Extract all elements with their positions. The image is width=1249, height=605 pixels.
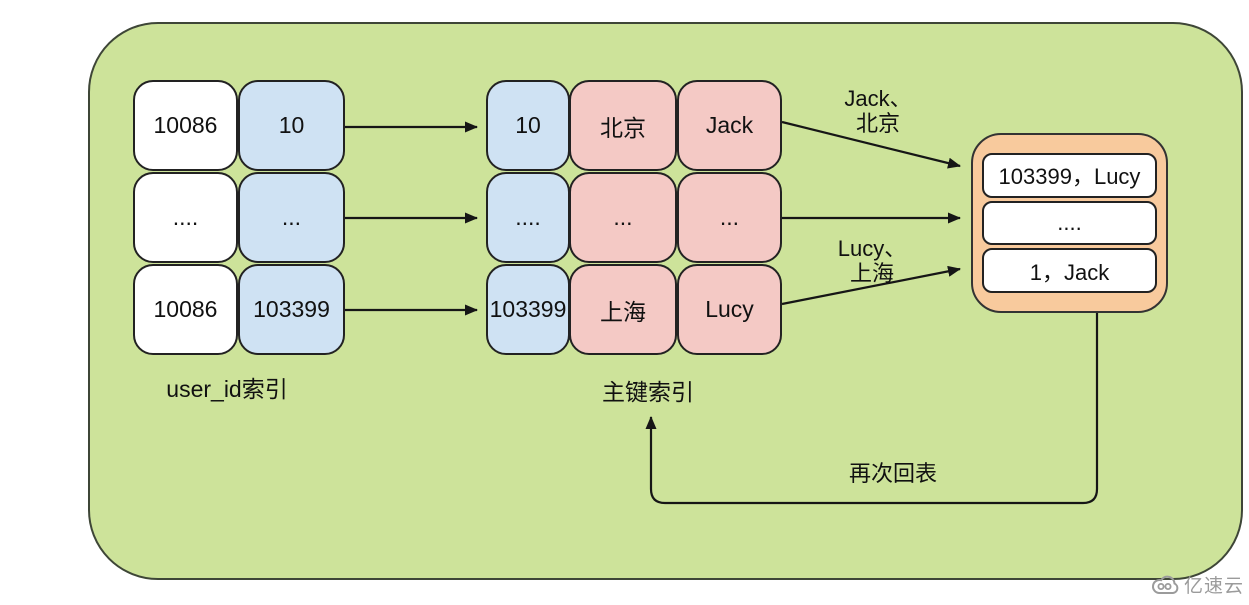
secondary-index-pk-cell: 103399 bbox=[238, 264, 345, 355]
primary-index-label: 主键索引 bbox=[602, 379, 694, 405]
result-row: .... bbox=[982, 200, 1157, 246]
primary-index-city-cell: 北京 bbox=[569, 80, 677, 171]
result-set-box: 103399，Lucy .... 1，Jack bbox=[971, 133, 1168, 313]
primary-index-pk-cell: 10 bbox=[486, 80, 570, 171]
annotation-line: Lucy、 bbox=[837, 236, 907, 261]
secondary-index-key-cell: .... bbox=[133, 172, 238, 263]
secondary-index-key-cell: 10086 bbox=[133, 264, 238, 355]
watermark-brand-text: 亿速云 bbox=[1183, 576, 1244, 597]
annotation-line: Jack、 bbox=[844, 86, 912, 111]
arrow-annotation-jack-beijing: Jack、 北京 bbox=[818, 86, 938, 136]
primary-index-name-cell: Jack bbox=[677, 80, 782, 171]
primary-index-pk-cell: .... bbox=[486, 172, 570, 263]
secondary-index-label: user_id索引 bbox=[166, 376, 288, 402]
primary-index-name-cell: Lucy bbox=[677, 264, 782, 355]
primary-index-name-cell: ... bbox=[677, 172, 782, 263]
secondary-index-pk-cell: 10 bbox=[238, 80, 345, 171]
yisuyun-cloud-icon bbox=[1151, 575, 1179, 594]
secondary-index-pk-cell: ... bbox=[238, 172, 345, 263]
arrow-annotation-lucy-shanghai: Lucy、 上海 bbox=[812, 236, 932, 286]
primary-index-pk-cell: 103399 bbox=[486, 264, 570, 355]
annotation-line: 上海 bbox=[849, 261, 894, 286]
result-row: 1，Jack bbox=[982, 248, 1157, 294]
annotation-line: 北京 bbox=[855, 111, 900, 136]
primary-index-city-cell: 上海 bbox=[569, 264, 677, 355]
secondary-index-key-cell: 10086 bbox=[133, 80, 238, 171]
watermark: 亿速云 bbox=[1151, 571, 1244, 598]
result-row: 103399，Lucy bbox=[982, 153, 1157, 198]
back-to-table-label: 再次回表 bbox=[848, 461, 937, 486]
primary-index-city-cell: ... bbox=[569, 172, 677, 263]
